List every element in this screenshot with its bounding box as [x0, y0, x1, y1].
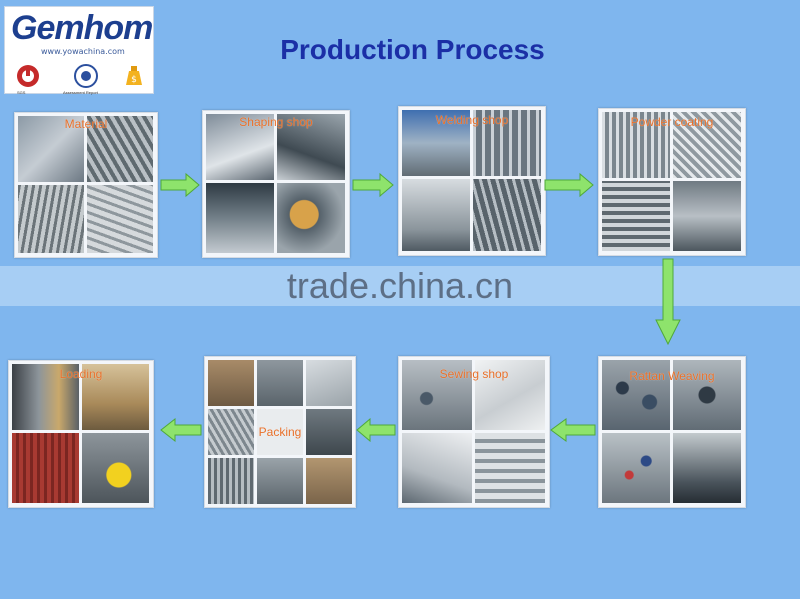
arrow-down-icon	[655, 258, 681, 346]
step-shaping-shop: Shaping shop	[202, 110, 350, 258]
loading-photo	[82, 433, 149, 503]
step-label: Shaping shop	[239, 115, 313, 129]
step-label: Powder coating	[630, 115, 714, 129]
step-label: Rattan Weaving	[629, 369, 715, 383]
svg-text:$: $	[131, 75, 137, 85]
sewing-photo	[475, 433, 545, 503]
sewing-photo	[475, 360, 545, 430]
loading-photo	[12, 433, 79, 503]
money-bag-icon: $	[126, 66, 142, 85]
step-sewing-shop: Sewing shop	[398, 356, 550, 508]
sgs-cert-icon	[17, 65, 39, 87]
step-packing: Packing	[204, 356, 356, 508]
assessment-seal-icon	[74, 64, 98, 88]
coating-photo	[602, 112, 670, 178]
shaping-photo	[277, 183, 345, 253]
shaping-photo	[277, 114, 345, 180]
step-welding-shop: Welding shop	[398, 106, 546, 256]
step-material: Material	[14, 112, 158, 258]
coating-photo	[673, 112, 741, 178]
step-label: Welding shop	[435, 113, 509, 127]
step-powder-coating: Powder coating	[598, 108, 746, 256]
shaping-photo	[206, 114, 274, 180]
arrow-right-icon	[352, 172, 394, 198]
arrow-left-icon	[356, 418, 396, 442]
cert-label-assessment: Assessment Report	[63, 90, 98, 95]
welding-photo	[473, 110, 541, 176]
cert-label-sgs: SGS	[17, 90, 26, 95]
shaping-photo	[206, 183, 274, 253]
packing-photo	[306, 360, 352, 406]
arrow-right-icon	[544, 172, 594, 198]
step-label: Sewing shop	[439, 367, 509, 381]
page-title: Production Process	[280, 34, 545, 65]
rattan-photo	[673, 360, 741, 430]
loading-photo	[82, 364, 149, 430]
packing-photo	[208, 409, 254, 455]
step-label: Packing	[258, 425, 302, 439]
packing-photo	[306, 458, 352, 504]
arrow-right-icon	[160, 172, 200, 198]
welding-photo	[402, 110, 470, 176]
rattan-photo	[673, 433, 741, 503]
coating-photo	[602, 181, 670, 251]
step-rattan-weaving: Rattan Weaving	[598, 356, 746, 508]
packing-photo	[257, 360, 303, 406]
watermark-text: trade.china.cn	[286, 265, 514, 306]
material-photo	[87, 185, 153, 253]
rattan-photo	[602, 360, 670, 430]
packing-photo	[257, 458, 303, 504]
company-logo: Gemhom www.yowachina.com SGS Assessment …	[4, 6, 154, 95]
material-photo	[18, 116, 84, 182]
coating-photo	[673, 181, 741, 251]
material-photo	[18, 185, 84, 253]
packing-photo	[257, 409, 303, 455]
rattan-photo	[602, 433, 670, 503]
loading-photo	[12, 364, 79, 430]
arrow-left-icon	[550, 418, 596, 442]
step-label: Material	[64, 117, 108, 131]
logo-wordmark: Gemhom	[11, 9, 153, 47]
material-photo	[87, 116, 153, 182]
logo-url: www.yowachina.com	[41, 47, 125, 56]
arrow-left-icon	[160, 418, 202, 442]
packing-photo	[208, 360, 254, 406]
sewing-photo	[402, 360, 472, 430]
packing-photo	[208, 458, 254, 504]
step-loading: Loading	[8, 360, 154, 508]
step-label: Loading	[59, 367, 103, 381]
welding-photo	[473, 179, 541, 251]
sewing-photo	[402, 433, 472, 503]
welding-photo	[402, 179, 470, 251]
packing-photo	[306, 409, 352, 455]
